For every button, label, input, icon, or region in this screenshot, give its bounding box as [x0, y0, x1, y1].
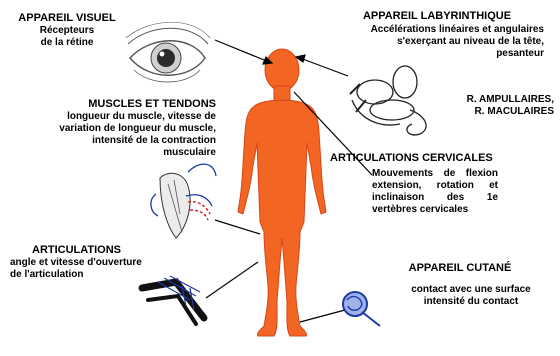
- skin-receptor-illustration: [343, 292, 380, 326]
- muscles-line3: intensité de la contraction: [40, 135, 216, 147]
- cervicales-title: ARTICULATIONS CERVICALES: [330, 152, 556, 165]
- label-articulations-cervicales: ARTICULATIONS CERVICALES: [330, 152, 556, 165]
- visuel-line1: Récepteurs: [12, 25, 122, 37]
- cutane-line1: contact avec une surface: [386, 284, 556, 296]
- cervicales-line2: extension, rotation et: [372, 180, 498, 192]
- articulations-title: ARTICULATIONS: [10, 244, 180, 257]
- label-appareil-cutane: APPAREIL CUTANÉ: [380, 262, 540, 275]
- muscles-line2: variation de longueur du muscle,: [40, 123, 216, 135]
- label-muscles-tendons: MUSCLES ET TENDONS longueur du muscle, v…: [40, 98, 216, 159]
- labyrinthique-details: Accélérations linéaires et angulaires s'…: [316, 24, 544, 60]
- visuel-title: APPAREIL VISUEL: [12, 12, 122, 25]
- visuel-line2: de la rétine: [12, 37, 122, 49]
- label-articulations: ARTICULATIONS angle et vitesse d'ouvertu…: [10, 244, 180, 281]
- ampoules-line1: R. AMPULLAIRES,: [440, 94, 554, 106]
- cutane-details: contact avec une surface intensité du co…: [386, 284, 556, 308]
- muscles-line1: longueur du muscle, vitesse de: [40, 111, 216, 123]
- muscle-tendon-illustration: [151, 164, 216, 238]
- muscles-line4: musculaire: [40, 147, 216, 159]
- cervicales-line4: vertèbres cervicales: [372, 204, 498, 216]
- eye-illustration: [126, 22, 210, 82]
- labyrinthique-line2: s'exerçant au niveau de la tête,: [316, 36, 544, 48]
- articulations-line2: de l'articulation: [10, 269, 180, 281]
- label-appareil-labyrinthique: APPAREIL LABYRINTHIQUE: [320, 10, 554, 23]
- muscles-title: MUSCLES ET TENDONS: [40, 98, 216, 111]
- labyrinthique-line1: Accélérations linéaires et angulaires: [316, 24, 544, 36]
- cervicales-line1: Mouvements de flexion: [372, 168, 498, 180]
- labyrinthique-title: APPAREIL LABYRINTHIQUE: [320, 10, 554, 23]
- human-body-figure: [238, 49, 326, 336]
- cutane-line2: intensité du contact: [386, 296, 556, 308]
- cervicales-line3: inclinaison des 1e: [372, 192, 498, 204]
- ampoules-line2: R. MACULAIRES: [440, 106, 554, 118]
- articulations-line1: angle et vitesse d'ouverture: [10, 257, 180, 269]
- knee-joint-illustration: [142, 276, 204, 324]
- inner-ear-illustration: [350, 66, 426, 135]
- cervicales-details: Mouvements de flexion extension, rotatio…: [372, 168, 498, 216]
- cutane-title: APPAREIL CUTANÉ: [380, 262, 540, 275]
- label-receptors-ampullaires: R. AMPULLAIRES, R. MACULAIRES: [440, 94, 554, 118]
- labyrinthique-line3: pesanteur: [316, 48, 544, 60]
- label-appareil-visuel: APPAREIL VISUEL Récepteurs de la rétine: [12, 12, 122, 49]
